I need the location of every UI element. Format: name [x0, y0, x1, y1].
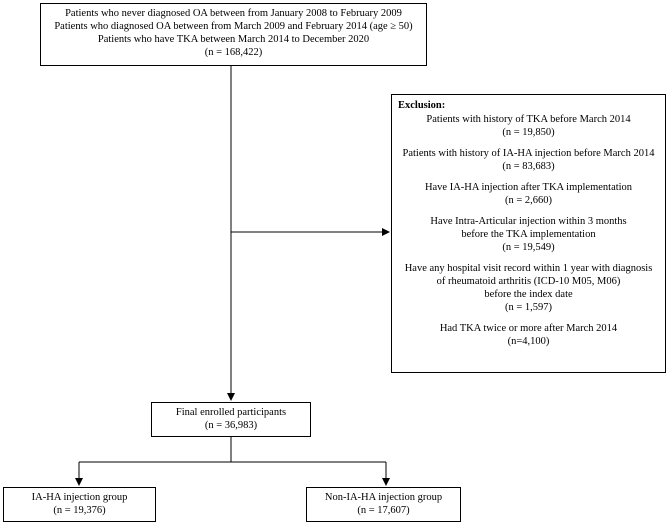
exclusion-criterion: of rheumatoid arthritis (ICD-10 M05, M06…	[436, 276, 621, 287]
exclusion-item: Have any hospital visit record within 1 …	[392, 262, 665, 314]
exclusion-criterion: before the TKA implementation	[461, 229, 596, 240]
exclusion-count: (n = 19,850)	[502, 127, 555, 138]
exclusion-item: Patients with history of IA-HA injection…	[392, 147, 665, 173]
exclusion-item: Patients with history of TKA before Marc…	[392, 113, 665, 139]
exclusion-criterion: Have IA-HA injection after TKA implement…	[424, 182, 633, 193]
exclusion-count: (n = 19,549)	[502, 242, 555, 253]
exclusion-count: (n = 2,660)	[504, 195, 553, 206]
exclusion-count: (n=4,100)	[507, 336, 550, 347]
exclusion-criterion: before the index date	[484, 289, 573, 300]
exclusion-criterion: Had TKA twice or more after March 2014	[439, 323, 618, 334]
non-iaha-group-label: Non-IA-HA injection group	[324, 492, 443, 503]
exclusion-item: Had TKA twice or more after March 2014 (…	[392, 322, 665, 348]
exclusion-criteria-box: Exclusion: Patients with history of TKA …	[391, 94, 666, 373]
exclusion-item: Have Intra-Articular injection within 3 …	[392, 215, 665, 254]
top-box-count: (n = 168,422)	[204, 47, 263, 58]
exclusion-count: (n = 83,683)	[502, 161, 555, 172]
non-iaha-group-count: (n = 17,607)	[357, 505, 410, 516]
exclusion-count: (n = 1,597)	[504, 302, 553, 313]
iaha-group-label: IA-HA injection group	[31, 492, 128, 503]
exclusion-title: Exclusion:	[398, 100, 446, 111]
top-box-line: Patients who have TKA between March 2014…	[97, 34, 370, 45]
source-population-box: Patients who never diagnosed OA between …	[40, 3, 427, 66]
exclusion-criterion: Have any hospital visit record within 1 …	[404, 263, 653, 274]
exclusion-criterion: Patients with history of IA-HA injection…	[402, 148, 655, 159]
top-box-line: Patients who diagnosed OA between from M…	[54, 21, 413, 32]
exclusion-criterion: Patients with history of TKA before Marc…	[426, 114, 631, 125]
final-enrolled-label: Final enrolled participants	[175, 407, 287, 418]
top-box-line: Patients who never diagnosed OA between …	[65, 8, 402, 19]
final-enrolled-box: Final enrolled participants (n = 36,983)	[151, 402, 311, 437]
iaha-group-count: (n = 19,376)	[53, 505, 106, 516]
iaha-group-box: IA-HA injection group (n = 19,376)	[3, 487, 156, 522]
exclusion-criterion: Have Intra-Articular injection within 3 …	[430, 216, 627, 227]
non-iaha-group-box: Non-IA-HA injection group (n = 17,607)	[306, 487, 461, 522]
final-enrolled-count: (n = 36,983)	[204, 420, 258, 431]
exclusion-item: Have IA-HA injection after TKA implement…	[392, 181, 665, 207]
